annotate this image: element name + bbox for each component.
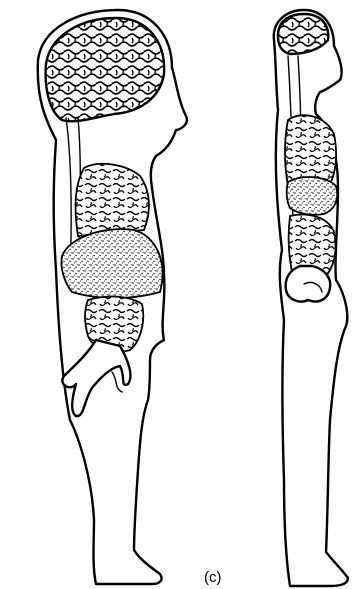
panel-label: (c) [204, 569, 222, 586]
infant-lungs [76, 164, 149, 236]
adult-liver [287, 177, 338, 215]
infant-figure [38, 10, 187, 584]
adult-figure [274, 10, 348, 586]
infant-liver [61, 229, 162, 298]
adult-lungs [285, 115, 336, 187]
adult-arm [286, 266, 331, 302]
